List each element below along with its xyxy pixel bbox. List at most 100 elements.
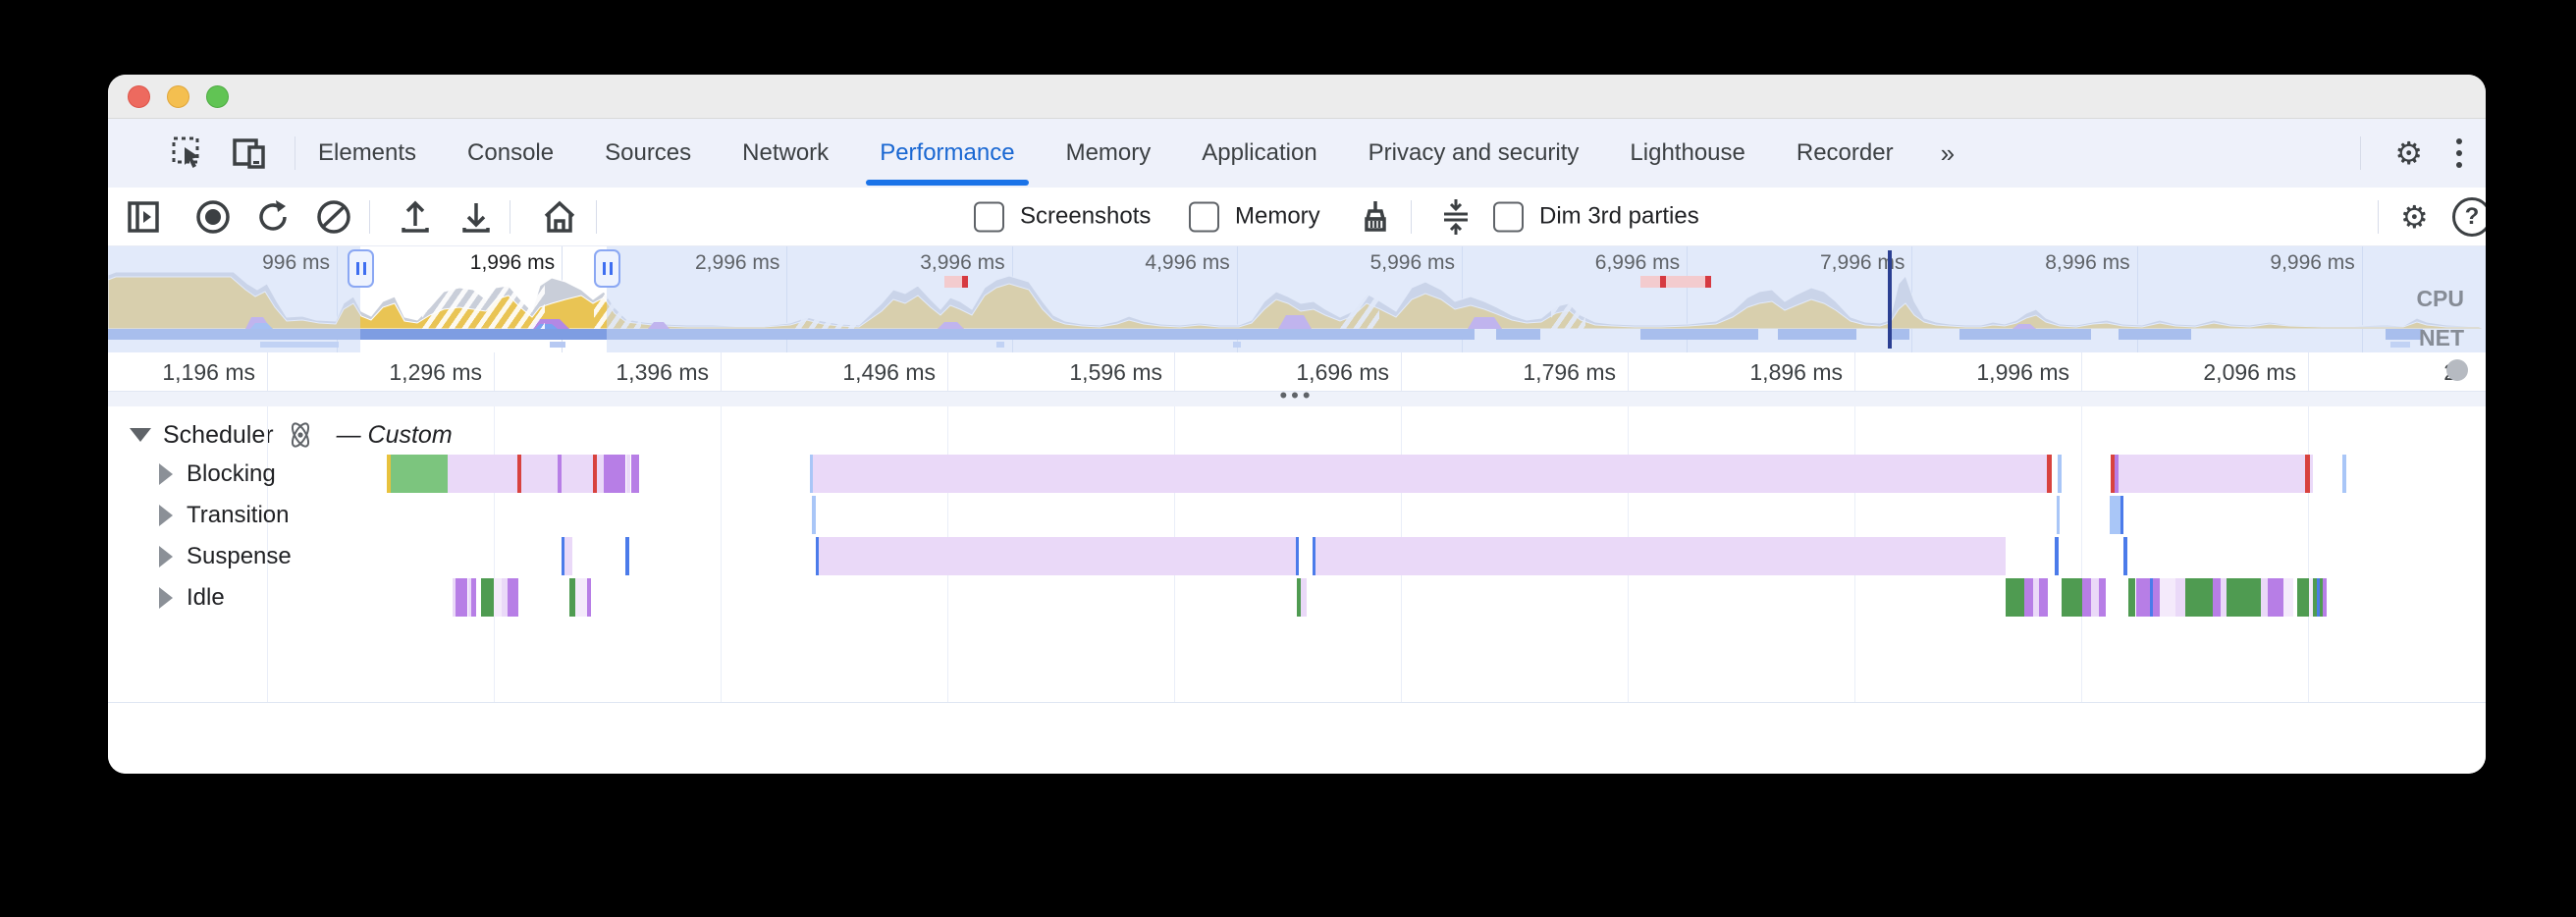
event-segment[interactable] bbox=[2120, 496, 2123, 534]
event-segment[interactable] bbox=[2305, 455, 2310, 493]
expand-triangle-icon[interactable] bbox=[159, 587, 173, 609]
event-segment[interactable] bbox=[2110, 496, 2120, 534]
tab-privacy-and-security[interactable]: Privacy and security bbox=[1368, 139, 1580, 166]
playhead-marker[interactable] bbox=[1888, 250, 1892, 349]
checkbox-screenshots[interactable]: Screenshots bbox=[974, 201, 1151, 232]
event-segment[interactable] bbox=[2313, 578, 2317, 617]
event-segment[interactable] bbox=[2153, 578, 2160, 617]
toggle-sidebar-icon[interactable] bbox=[127, 199, 162, 235]
event-segment[interactable] bbox=[2039, 578, 2048, 617]
event-segment[interactable] bbox=[604, 455, 625, 493]
event-segment[interactable] bbox=[1315, 537, 2006, 575]
event-segment[interactable] bbox=[494, 578, 502, 617]
event-segment[interactable] bbox=[2111, 455, 2115, 493]
tab-application[interactable]: Application bbox=[1202, 139, 1317, 166]
home-icon[interactable] bbox=[541, 198, 578, 236]
collapse-sections-icon[interactable] bbox=[1436, 197, 1476, 237]
scrollbar-thumb[interactable] bbox=[2446, 359, 2468, 381]
event-segment[interactable] bbox=[2221, 578, 2227, 617]
download-profile-icon[interactable] bbox=[458, 198, 494, 236]
checkbox-box-memory[interactable] bbox=[1189, 201, 1219, 232]
track-row-transition[interactable]: Transition bbox=[159, 502, 289, 529]
event-segment[interactable] bbox=[2310, 455, 2313, 493]
event-segment[interactable] bbox=[391, 455, 448, 493]
event-segment[interactable] bbox=[387, 455, 391, 493]
event-segment[interactable] bbox=[1296, 537, 1299, 575]
event-segment[interactable] bbox=[2261, 578, 2268, 617]
tab-sources[interactable]: Sources bbox=[605, 139, 692, 166]
event-segment[interactable] bbox=[502, 578, 508, 617]
event-segment[interactable] bbox=[453, 578, 456, 617]
expand-triangle-icon[interactable] bbox=[159, 505, 173, 526]
event-segment[interactable] bbox=[1301, 578, 1307, 617]
event-segment[interactable] bbox=[626, 455, 630, 493]
inspect-element-icon[interactable] bbox=[171, 135, 206, 171]
event-segment[interactable] bbox=[558, 455, 562, 493]
tab-performance[interactable]: Performance bbox=[854, 119, 1040, 188]
event-segment[interactable] bbox=[517, 455, 521, 493]
event-segment[interactable] bbox=[508, 578, 518, 617]
zoom-window-button[interactable] bbox=[206, 85, 229, 108]
track-header-scheduler[interactable]: Scheduler — Custom bbox=[130, 420, 453, 450]
checkbox-dim-3rd-parties[interactable]: Dim 3rd parties bbox=[1493, 201, 1699, 232]
event-segment[interactable] bbox=[813, 455, 2047, 493]
event-segment[interactable] bbox=[2213, 578, 2221, 617]
checkbox-box-dim-3rd-parties[interactable] bbox=[1493, 201, 1524, 232]
event-segment[interactable] bbox=[2320, 578, 2323, 617]
checkbox-memory[interactable]: Memory bbox=[1189, 201, 1320, 232]
reload-record-icon[interactable] bbox=[254, 198, 292, 236]
event-segment[interactable] bbox=[2160, 578, 2175, 617]
event-segment[interactable] bbox=[2024, 578, 2033, 617]
minimize-window-button[interactable] bbox=[167, 85, 189, 108]
expand-triangle-icon[interactable] bbox=[159, 463, 173, 485]
event-segment[interactable] bbox=[2119, 455, 2312, 493]
event-segment[interactable] bbox=[2323, 578, 2327, 617]
event-segment[interactable] bbox=[819, 537, 1296, 575]
event-segment[interactable] bbox=[2055, 537, 2059, 575]
event-segment[interactable] bbox=[562, 537, 564, 575]
selection-handle-right[interactable] bbox=[594, 249, 620, 288]
event-segment[interactable] bbox=[2150, 578, 2153, 617]
event-segment[interactable] bbox=[625, 537, 629, 575]
record-icon[interactable] bbox=[194, 198, 232, 236]
tab-lighthouse[interactable]: Lighthouse bbox=[1630, 139, 1745, 166]
event-segment[interactable] bbox=[810, 455, 813, 493]
tab-recorder[interactable]: Recorder bbox=[1796, 139, 1894, 166]
clear-icon[interactable] bbox=[315, 198, 352, 236]
event-segment[interactable] bbox=[2115, 455, 2119, 493]
event-segment[interactable] bbox=[2185, 578, 2213, 617]
event-segment[interactable] bbox=[2058, 455, 2062, 493]
event-segment[interactable] bbox=[2342, 455, 2346, 493]
event-segment[interactable] bbox=[569, 578, 575, 617]
help-icon[interactable]: ? bbox=[2452, 196, 2486, 237]
event-segment[interactable] bbox=[2309, 578, 2313, 617]
event-segment[interactable] bbox=[2227, 578, 2261, 617]
event-segment[interactable] bbox=[2128, 578, 2135, 617]
event-segment[interactable] bbox=[471, 578, 476, 617]
event-segment[interactable] bbox=[631, 455, 639, 493]
event-segment[interactable] bbox=[816, 537, 819, 575]
capture-settings-gear-icon[interactable]: ⚙ bbox=[2400, 198, 2429, 235]
tab-elements[interactable]: Elements bbox=[318, 139, 417, 166]
expand-triangle-icon[interactable] bbox=[159, 546, 173, 567]
collapse-triangle-icon[interactable] bbox=[130, 428, 151, 442]
event-segment[interactable] bbox=[448, 455, 517, 493]
event-segment[interactable] bbox=[597, 455, 604, 493]
tab-memory[interactable]: Memory bbox=[1065, 139, 1152, 166]
more-options-icon[interactable] bbox=[2456, 138, 2462, 168]
event-segment[interactable] bbox=[1297, 578, 1301, 617]
track-lane-transition[interactable] bbox=[108, 496, 2486, 534]
settings-gear-icon[interactable]: ⚙ bbox=[2394, 135, 2423, 171]
track-row-suspense[interactable]: Suspense bbox=[159, 543, 292, 570]
collect-garbage-icon[interactable] bbox=[1356, 197, 1395, 237]
event-segment[interactable] bbox=[481, 578, 494, 617]
checkbox-box-screenshots[interactable] bbox=[974, 201, 1004, 232]
event-segment[interactable] bbox=[2317, 578, 2320, 617]
event-segment[interactable] bbox=[2268, 578, 2283, 617]
track-lane-suspense[interactable] bbox=[108, 537, 2486, 575]
event-segment[interactable] bbox=[468, 578, 471, 617]
close-window-button[interactable] bbox=[128, 85, 150, 108]
event-segment[interactable] bbox=[812, 496, 816, 534]
